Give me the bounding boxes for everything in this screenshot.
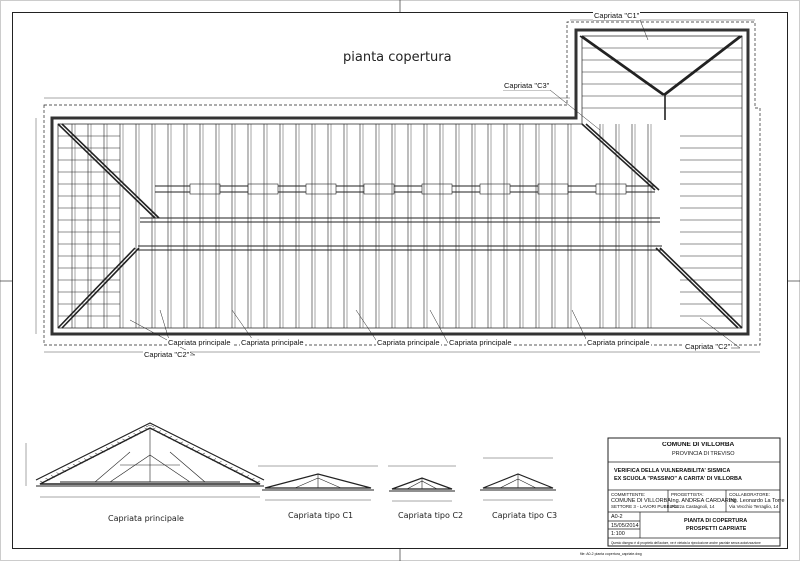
tile-mark <box>149 424 155 428</box>
tb-collab-1: Ing. Leonardo La Torre <box>729 498 785 504</box>
caption-c2: Capriata tipo C2 <box>398 511 464 520</box>
tile-mark <box>244 475 250 478</box>
tile-mark <box>45 477 50 481</box>
purlin-block <box>305 183 337 195</box>
tb-committente-hdr: COMMITTENTE: <box>611 492 646 497</box>
caption-c1: Capriata tipo C1 <box>288 511 354 520</box>
tb-contenuto-1: PIANTA DI COPERTURA <box>684 518 748 524</box>
tb-contenuto-2: PROSPETTI CAPRIATE <box>686 526 747 532</box>
purlin-block <box>189 183 221 195</box>
tile-mark <box>195 449 200 453</box>
tile-mark <box>127 435 133 439</box>
tile-mark <box>200 452 206 456</box>
tb-progettista-2: Piazza Castagnoli, 14 <box>671 504 715 509</box>
tile-mark <box>151 427 156 431</box>
tile-mark <box>239 472 244 475</box>
title-block-frame <box>607 437 781 547</box>
purlin-block <box>421 183 453 195</box>
tile-mark <box>173 438 178 442</box>
tile-mark <box>217 461 222 464</box>
hip-beams <box>57 35 743 329</box>
tile-mark <box>61 469 67 473</box>
tb-scala: 1:100 <box>611 531 625 537</box>
tile-mark <box>78 461 83 464</box>
tb-committente-1: COMUNE DI VILLORBA <box>611 498 671 504</box>
drawing-title: pianta copertura <box>343 50 452 65</box>
eaves-outline <box>43 21 761 346</box>
ridge-beams <box>138 183 662 251</box>
tb-oggetto-1: VERIFICA DELLA VULNERABILITA' SISMICA <box>614 468 731 474</box>
tile-mark <box>50 475 56 478</box>
tile-mark <box>222 463 228 467</box>
section-c2 <box>388 465 456 502</box>
tile-mark <box>83 458 89 461</box>
tile-line <box>35 422 265 481</box>
tile-mark <box>133 433 138 436</box>
tile-mark <box>105 447 111 450</box>
callout-principale-3: Capriata principale <box>376 338 441 347</box>
tile-mark <box>145 424 151 428</box>
tile-mark <box>122 438 127 442</box>
tile-mark <box>189 447 195 450</box>
caption-principale: Capriata principale <box>108 514 184 523</box>
roof-tiles <box>35 422 265 484</box>
truss-sections <box>25 422 556 502</box>
callout-principale-2: Capriata principale <box>240 338 305 347</box>
tb-committente-2: SETTORE 3 - LAVORI PUBBLICI <box>611 504 678 509</box>
callout-principale-4: Capriata principale <box>448 338 513 347</box>
tb-oggetto-2: EX SCUOLA "PASSINO" A CARITA' DI VILLORB… <box>614 476 742 482</box>
tb-footer: Questo disegno è di proprietà dell'autor… <box>611 541 761 545</box>
tile-mark <box>228 466 233 470</box>
tile-mark <box>138 430 144 433</box>
callout-c3: Capriata "C3" <box>503 81 551 90</box>
tile-mark <box>94 452 100 456</box>
tile-mark <box>255 480 261 484</box>
tile-mark <box>67 466 72 470</box>
tile-mark <box>250 477 255 481</box>
tile-mark <box>111 444 116 447</box>
callout-principale-5: Capriata principale <box>586 338 651 347</box>
section-c3 <box>480 457 556 501</box>
tile-mark <box>184 444 189 447</box>
tile-mark <box>72 463 78 467</box>
tb-provincia: PROVINCIA DI TREVISO <box>672 451 735 457</box>
tb-comune: COMUNE DI VILLORBA <box>662 442 735 448</box>
tb-progettista-hdr: PROGETTISTA: <box>671 492 704 497</box>
callout-c1: Capriata "C1" <box>593 11 641 20</box>
callout-c2-right: Capriata "C2" <box>684 342 732 351</box>
tb-collab-2: Via Vecchio Terraglio, 14 <box>729 504 779 509</box>
roof-plan <box>35 19 761 353</box>
tile-mark <box>156 430 162 433</box>
tile-mark <box>100 449 105 453</box>
purlin-block <box>479 183 511 195</box>
wall-outline <box>50 28 750 336</box>
tile-mark <box>233 469 239 473</box>
tile-mark <box>167 435 173 439</box>
sheet-border <box>12 12 788 549</box>
tile-mark <box>211 458 217 461</box>
tile-mark <box>89 455 94 459</box>
tile-mark <box>39 480 45 484</box>
tile-mark <box>162 433 167 436</box>
callout-principale-1: Capriata principale <box>167 338 232 347</box>
tb-collab-hdr: COLLABORATORE: <box>729 492 770 497</box>
caption-c3: Capriata tipo C3 <box>492 511 558 520</box>
callout-c2-left: Capriata "C2" <box>143 350 191 359</box>
tile-mark <box>206 455 211 459</box>
section-principale <box>25 422 265 498</box>
tile-mark <box>116 441 122 445</box>
tb-file-note: file: A0-2 pianta copertura_capriate.dwg <box>580 552 642 556</box>
rafters <box>58 47 742 328</box>
tile-mark <box>144 427 149 431</box>
tb-tav: A0-2 <box>611 514 623 520</box>
purlin-block <box>595 183 627 195</box>
purlin-block <box>537 183 569 195</box>
tile-mark <box>178 441 184 445</box>
section-c1 <box>258 465 378 501</box>
tb-progettista-1: Ing. ANDREA CARDARINI <box>671 498 736 504</box>
purlin-block <box>247 183 279 195</box>
tb-data: 15/05/2014 <box>611 523 639 529</box>
tile-mark <box>56 472 61 475</box>
